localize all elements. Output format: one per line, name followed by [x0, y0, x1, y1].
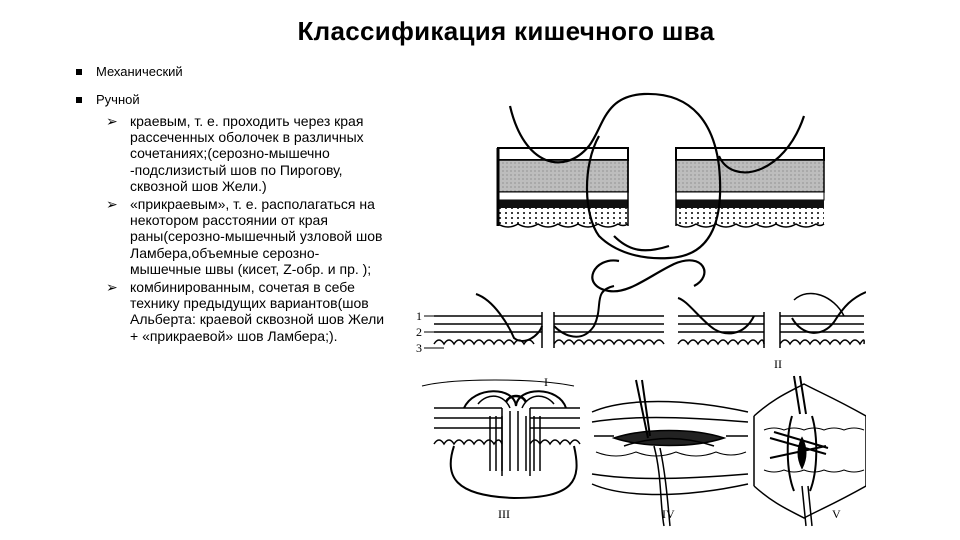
bullet-manual: Ручной — [76, 92, 140, 107]
subitem-combined: ➢ комбинированным, сочетая в себе техник… — [104, 279, 386, 344]
subitem-near-edge: ➢ «прикраевым», т. е. располагаться на н… — [104, 196, 386, 277]
tissue-block-left — [496, 147, 629, 228]
tissue-block-right — [675, 147, 825, 228]
panel-i-diagram — [433, 285, 665, 348]
panel-iii-diagram — [433, 390, 581, 500]
panel-label: III — [498, 507, 510, 521]
arrow-bullet-icon: ➢ — [106, 279, 118, 296]
arrow-bullet-icon: ➢ — [106, 196, 118, 213]
layer-label: 2 — [416, 325, 422, 339]
bullet-label: Механический — [96, 64, 183, 79]
subitem-text: краевым, т. е. проходить через края расс… — [130, 113, 364, 194]
panel-iv-diagram — [591, 379, 749, 527]
square-bullet-icon — [76, 96, 82, 103]
slide-title: Классификация кишечного шва — [297, 16, 715, 46]
subitem-text: комбинированным, сочетая в себе технику … — [130, 279, 385, 344]
arrow-bullet-icon: ➢ — [106, 113, 118, 129]
subitem-text: «прикраевым», т. е. располагаться на нек… — [130, 196, 383, 277]
layer-label: 3 — [416, 341, 422, 355]
panel-ii-diagram — [677, 291, 866, 348]
subitem-list: ➢ краевым, т. е. проходить через края ра… — [104, 113, 386, 346]
panel-label: II — [774, 357, 782, 371]
square-bullet-icon — [76, 68, 82, 75]
panel-iii-outline — [421, 379, 575, 387]
subitem-edge: ➢ краевым, т. е. проходить через края ра… — [104, 113, 386, 194]
layer-label: 1 — [416, 309, 422, 323]
panel-label: IV — [662, 507, 675, 521]
panel-v-diagram — [753, 375, 866, 527]
suture-illustration: 1 2 3 I II — [414, 86, 866, 536]
bullet-mechanical: Механический — [76, 64, 183, 79]
bullet-label: Ручной — [96, 92, 140, 107]
suture-thread-top — [508, 92, 806, 293]
panel-label: V — [832, 507, 841, 521]
